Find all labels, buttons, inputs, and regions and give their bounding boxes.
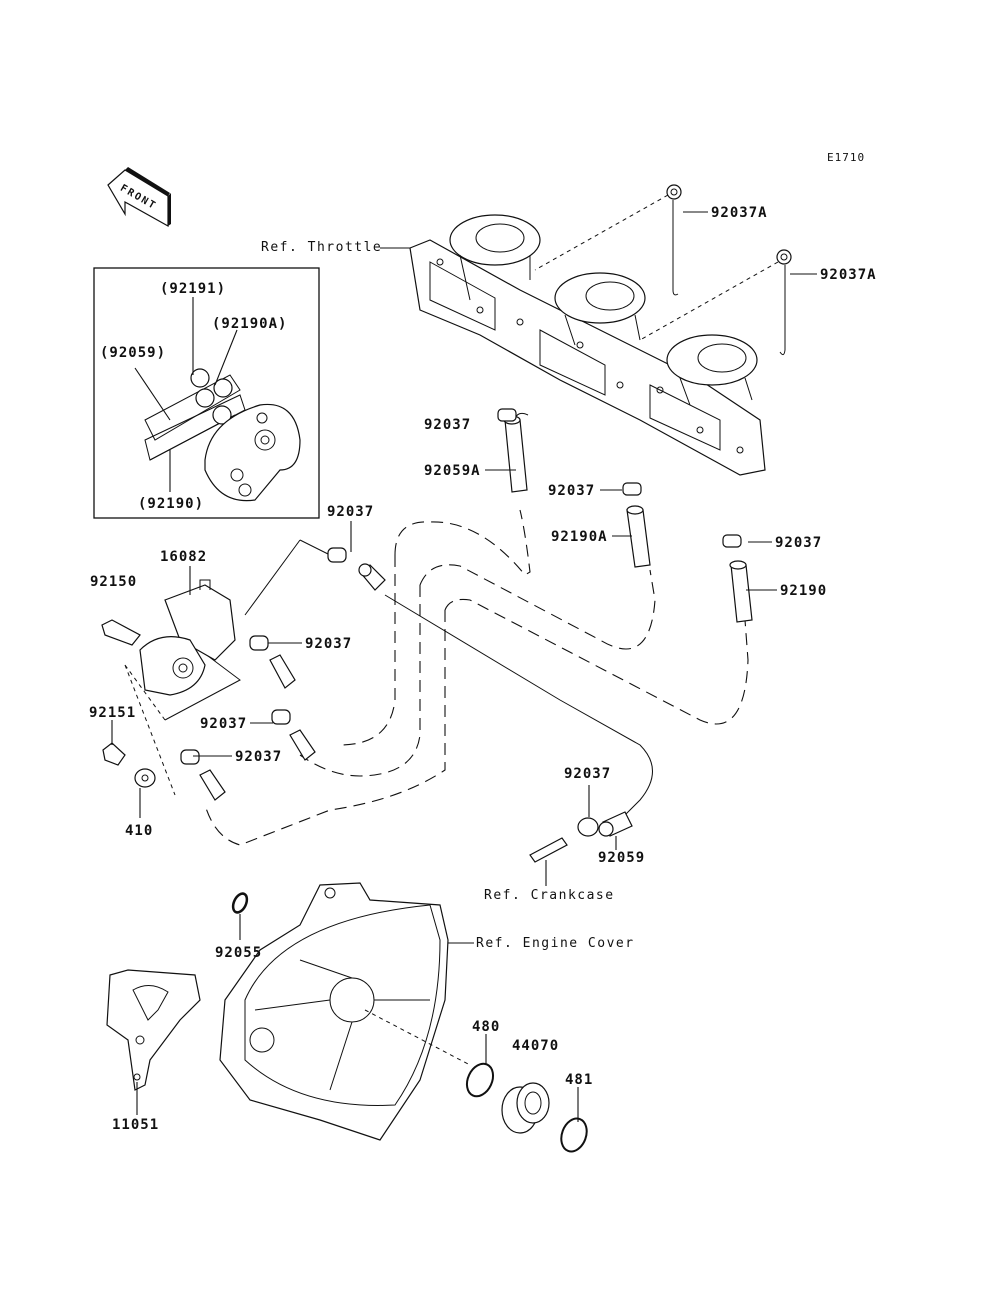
clamp-92037-h-drawing [577, 817, 599, 837]
part-label-410: 410 [125, 823, 154, 839]
bearing-44070-drawing [501, 1082, 550, 1134]
part-label-92059: 92059 [598, 850, 646, 866]
part-label-481: 481 [565, 1072, 594, 1088]
crankcase-fitting-drawing [529, 837, 568, 863]
inset-label-92191: (92191) [160, 281, 227, 297]
clamp-92037-f-drawing [271, 709, 291, 725]
part-label-92037-f: 92037 [200, 716, 248, 732]
washer-410-drawing [134, 768, 156, 788]
ref-throttle-label: Ref. Throttle [261, 240, 383, 255]
part-label-92037-d: 92037 [327, 504, 375, 520]
ref-engine-cover-label: Ref. Engine Cover [476, 936, 635, 951]
bolt-92150-drawing [101, 619, 141, 646]
diagram-code: E1710 [827, 151, 866, 164]
part-label-92190A: 92190A [551, 529, 608, 545]
inset-label-92190A: (92190A) [212, 316, 288, 332]
bracket-11051-drawing [106, 969, 201, 1091]
clamp-92037-b-drawing [622, 482, 642, 496]
hose-92059-drawing [598, 811, 633, 837]
part-label-92150: 92150 [90, 574, 138, 590]
clamp-92037-d-drawing [327, 547, 347, 563]
engine-cover-drawing [219, 882, 449, 1141]
hose-routing-lines [164, 509, 749, 846]
part-label-44070: 44070 [512, 1038, 560, 1054]
circlip-481-drawing [560, 1117, 588, 1153]
part-label-480: 480 [472, 1019, 501, 1035]
clamp-92037-e-drawing [249, 635, 269, 651]
throttle-body-drawing [409, 214, 766, 476]
bolt-92151-drawing [102, 742, 126, 766]
hose-92059A-drawing [503, 412, 529, 493]
part-label-92059A: 92059A [424, 463, 481, 479]
circlip-480-drawing [465, 1062, 495, 1098]
part-label-92190: 92190 [780, 583, 828, 599]
hose-92190A-drawing [626, 505, 651, 568]
inset-pump-drawing [144, 368, 301, 502]
part-label-16082: 16082 [160, 549, 208, 565]
part-label-92037-c: 92037 [775, 535, 823, 551]
part-label-92037-h: 92037 [564, 766, 612, 782]
clip-92037A-2-drawing [639, 249, 792, 356]
part-label-11051: 11051 [112, 1117, 160, 1133]
clip-92037A-1-drawing [534, 184, 682, 296]
o-ring-92055-drawing [231, 892, 249, 914]
part-label-92037-a: 92037 [424, 417, 472, 433]
part-label-92151: 92151 [89, 705, 137, 721]
part-label-92037A-2: 92037A [820, 267, 877, 283]
leader-lines [111, 211, 817, 1122]
part-label-92037-e: 92037 [305, 636, 353, 652]
inset-label-92190: (92190) [138, 496, 205, 512]
part-label-92037-b: 92037 [548, 483, 596, 499]
part-label-92055: 92055 [215, 945, 263, 961]
clamp-92037-c-drawing [722, 534, 742, 548]
front-arrow-icon [107, 167, 171, 228]
ref-crankcase-label: Ref. Crankcase [484, 888, 615, 903]
hose-92190-drawing [729, 560, 753, 623]
oil-pump-16082-drawing [139, 579, 236, 696]
hose-d-drawing [358, 563, 386, 591]
clamp-92037-g-drawing [180, 749, 200, 765]
inset-frame [93, 267, 320, 519]
part-label-92037-g: 92037 [235, 749, 283, 765]
part-label-92037A-1: 92037A [711, 205, 768, 221]
clamp-92037-a-drawing [497, 408, 517, 422]
inset-label-92059: (92059) [100, 345, 167, 361]
